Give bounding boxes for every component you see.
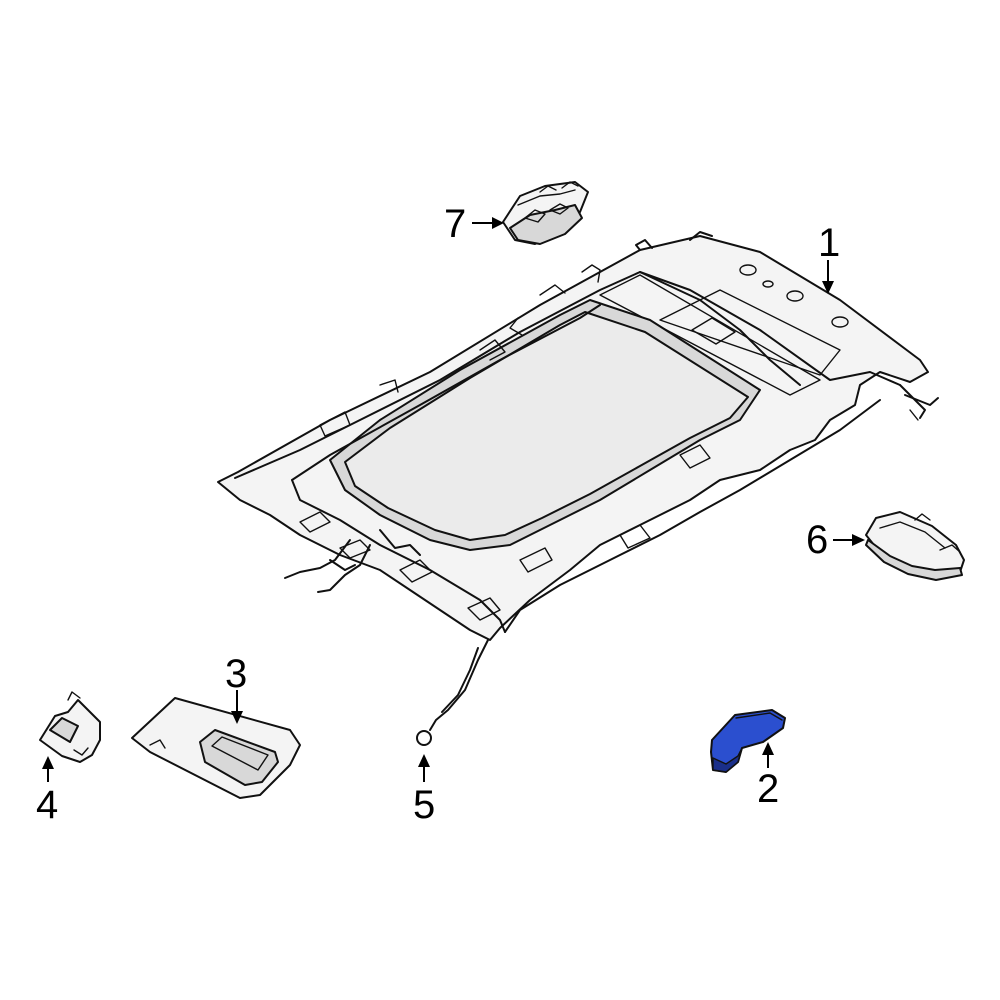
callout-3: 3 xyxy=(225,652,247,696)
visor-clip-icon[interactable] xyxy=(39,691,101,763)
callout-2: 2 xyxy=(757,767,779,811)
sun-visor-icon[interactable] xyxy=(131,697,301,799)
headliner-panel-icon[interactable] xyxy=(217,231,939,641)
callout-4: 4 xyxy=(36,783,58,827)
dome-lamp-icon[interactable] xyxy=(865,511,965,581)
overhead-console-icon[interactable] xyxy=(502,181,589,245)
callout-1: 1 xyxy=(818,221,840,265)
callout-5: 5 xyxy=(413,783,435,827)
grab-handle-icon[interactable] xyxy=(710,709,786,773)
callout-leaders xyxy=(42,217,865,782)
callout-7: 7 xyxy=(444,202,466,246)
callout-6: 6 xyxy=(806,518,828,562)
wire-harness-icon[interactable] xyxy=(416,639,489,746)
